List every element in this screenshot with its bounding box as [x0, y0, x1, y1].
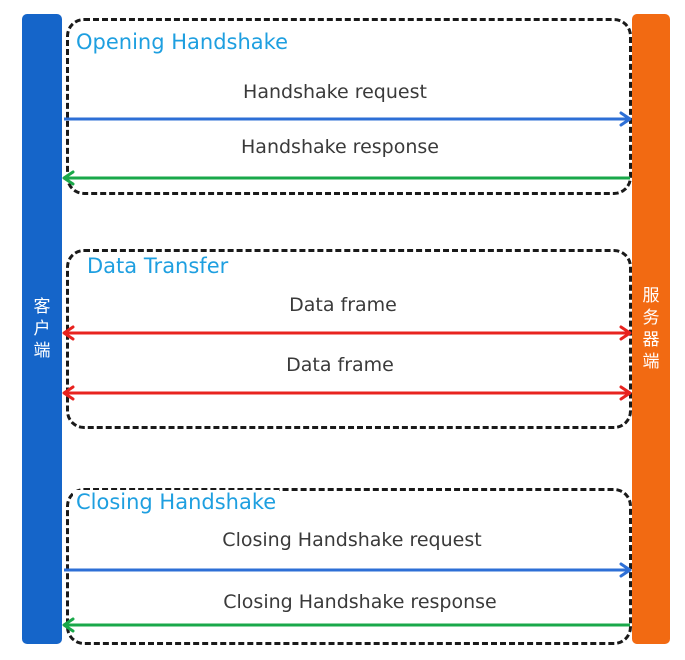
opening-handshake-group — [66, 18, 632, 195]
data-frame-label-1: Data frame — [289, 294, 397, 316]
data-transfer-group — [66, 249, 632, 429]
closing-request-label: Closing Handshake request — [222, 529, 482, 551]
server-label: 服务器端 — [642, 286, 660, 372]
opening-handshake-title: Opening Handshake — [73, 30, 291, 54]
closing-response-label: Closing Handshake response — [223, 591, 497, 613]
arrow-server-to-client — [62, 617, 630, 633]
server-lifeline: 服务器端 — [632, 14, 670, 644]
arrow-server-to-client — [62, 170, 630, 186]
client-label: 客户端 — [33, 297, 51, 361]
handshake-request-label: Handshake request — [243, 81, 427, 103]
arrow-client-to-server — [64, 562, 632, 578]
arrow-bidirectional — [62, 325, 632, 341]
client-lifeline: 客户端 — [22, 14, 62, 644]
arrow-client-to-server — [64, 111, 632, 127]
data-transfer-title: Data Transfer — [84, 254, 232, 278]
data-frame-label-2: Data frame — [286, 354, 394, 376]
closing-handshake-group — [66, 488, 632, 645]
closing-handshake-title: Closing Handshake — [73, 490, 280, 514]
handshake-response-label: Handshake response — [241, 136, 439, 158]
arrow-bidirectional — [62, 385, 632, 401]
